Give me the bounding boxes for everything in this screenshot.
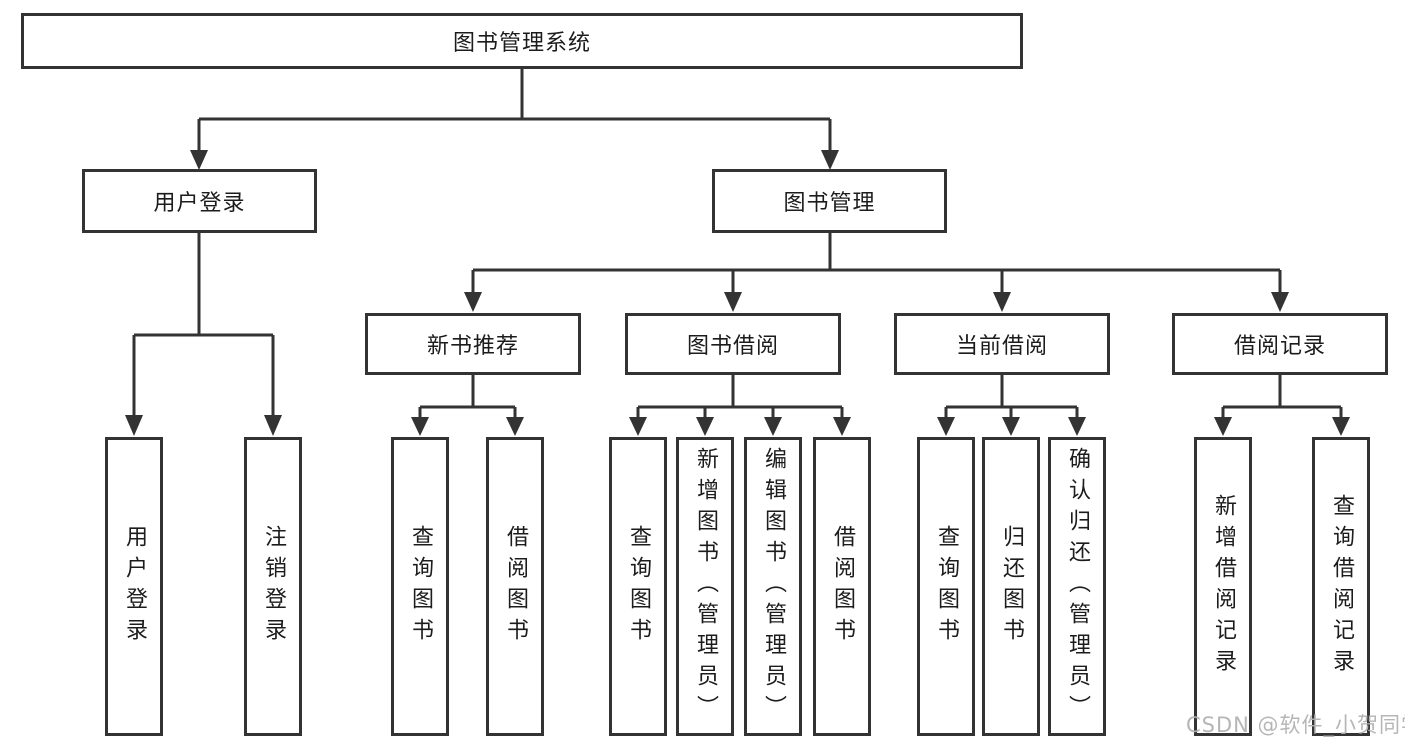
node-label: 图书管理系统 [452, 31, 591, 56]
node-label: 借阅图书 [503, 524, 528, 649]
node-borrowing-records: 借阅记录 [1172, 313, 1388, 375]
node-label: 查询图书 [934, 524, 959, 649]
node-label: 新增借阅记录 [1211, 493, 1236, 680]
node-label: 新增图书（管理员） [693, 447, 718, 726]
leaf-query-books-current: 查询图书 [917, 437, 975, 736]
node-current-borrowing: 当前借阅 [894, 313, 1110, 375]
node-library-management-system: 图书管理系统 [21, 13, 1023, 69]
node-new-book-recommendation: 新书推荐 [365, 313, 581, 375]
arrowheads [125, 150, 1350, 436]
node-label: 新书推荐 [426, 334, 519, 359]
node-label: 图书管理 [783, 191, 876, 216]
node-user-login: 用户登录 [82, 169, 317, 233]
node-label: 当前借阅 [955, 334, 1048, 359]
csdn-watermark: CSDN @软件_小贺同学 [1186, 713, 1405, 737]
node-label: 查询借阅记录 [1329, 493, 1354, 680]
node-label: 借阅图书 [830, 524, 855, 649]
node-label: 用户登录 [153, 191, 246, 216]
leaf-borrow-books-recommend: 借阅图书 [486, 437, 544, 736]
node-label: 图书借阅 [686, 334, 779, 359]
leaf-query-borrow-record: 查询借阅记录 [1312, 437, 1370, 736]
node-label: 归还图书 [999, 524, 1024, 649]
node-book-borrowing: 图书借阅 [625, 313, 841, 375]
leaf-add-book-admin: 新增图书（管理员） [676, 437, 734, 736]
leaf-user-login: 用户登录 [105, 437, 163, 736]
node-label: 用户登录 [122, 524, 147, 649]
node-label: 借阅记录 [1233, 334, 1326, 359]
node-label: 查询图书 [626, 524, 651, 649]
leaf-logout: 注销登录 [244, 437, 302, 736]
node-label: 确认归还（管理员） [1065, 447, 1090, 726]
node-label: 注销登录 [261, 524, 286, 649]
node-label: 查询图书 [408, 524, 433, 649]
leaf-borrow-books: 借阅图书 [813, 437, 871, 736]
connector-paths [132, 69, 1343, 419]
leaf-return-book: 归还图书 [982, 437, 1040, 736]
node-book-management: 图书管理 [712, 169, 947, 233]
leaf-confirm-return-admin: 确认归还（管理员） [1048, 437, 1106, 736]
leaf-query-books-recommend: 查询图书 [391, 437, 449, 736]
node-label: 编辑图书（管理员） [761, 447, 786, 726]
leaf-add-borrow-record: 新增借阅记录 [1194, 437, 1252, 736]
leaf-query-books-borrow: 查询图书 [609, 437, 667, 736]
leaf-edit-book-admin: 编辑图书（管理员） [744, 437, 802, 736]
